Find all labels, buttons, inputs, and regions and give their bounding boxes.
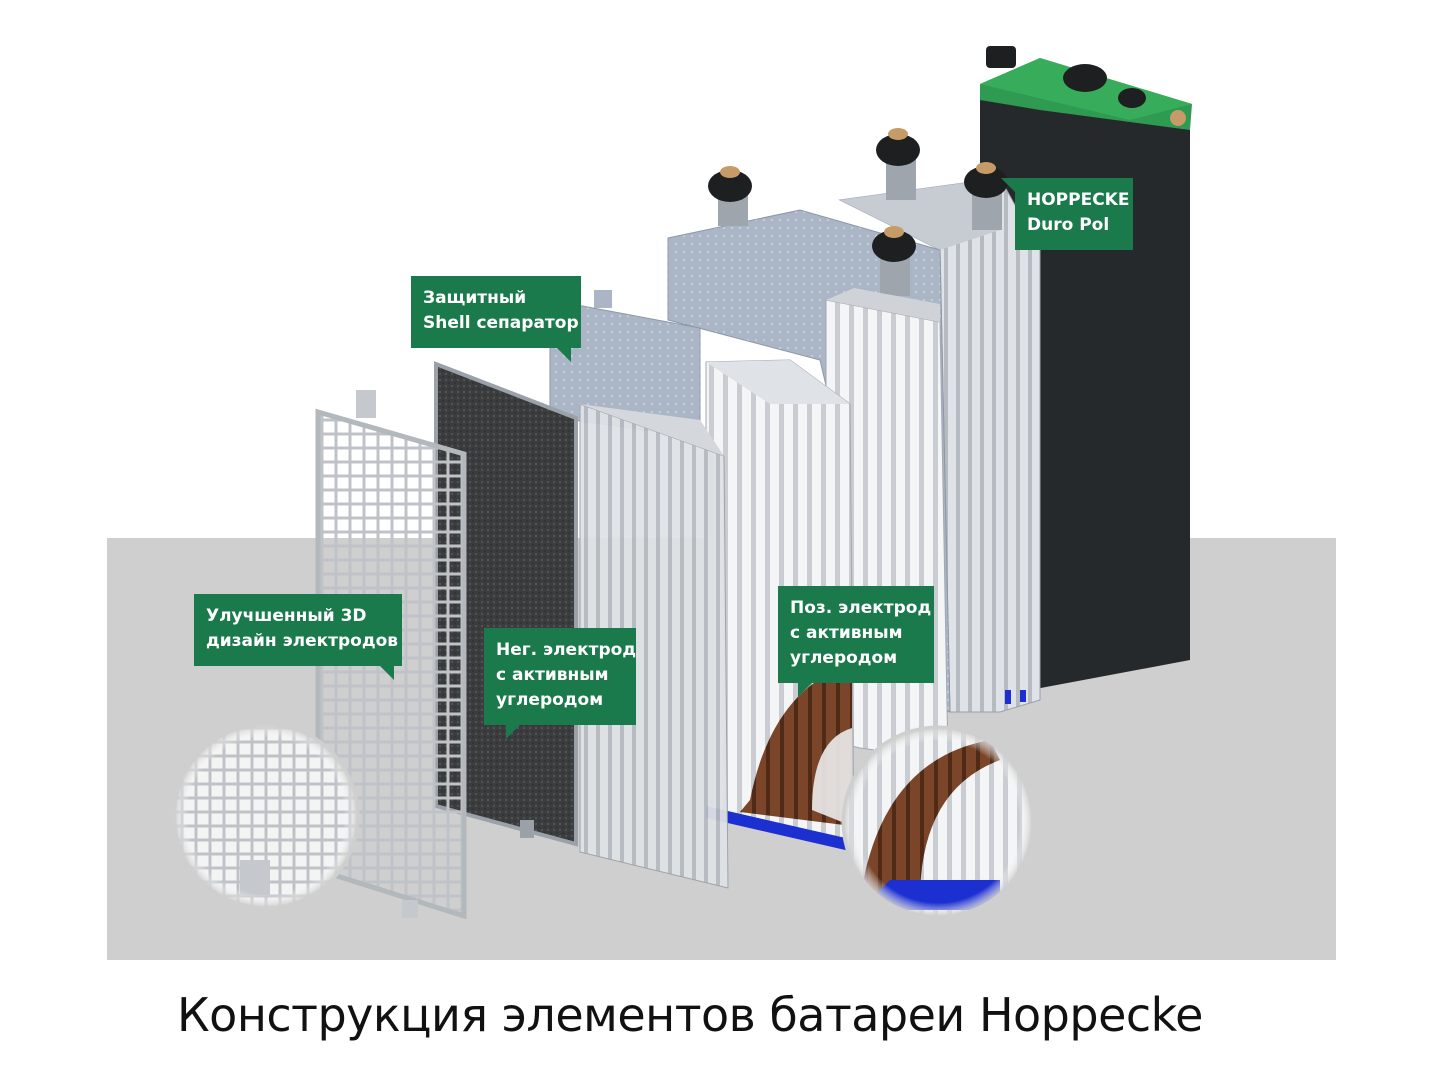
callout-negative-electrode: Нег. электрод с активным углеродом xyxy=(484,628,637,739)
callout-pos-line-3: углеродом xyxy=(790,648,898,668)
callout-duro-line-2: Duro Pol xyxy=(1027,215,1110,235)
callout-neg-line-3: углеродом xyxy=(496,690,604,710)
callout-shell-line-1: Защитный xyxy=(423,288,527,308)
callout-positive-electrode: Поз. электрод с активным углеродом xyxy=(778,586,934,697)
callout-shell-separator: Защитный Shell сепаратор xyxy=(411,276,581,362)
callout-neg-line-2: с активным xyxy=(496,665,609,685)
callout-pos-line-1: Поз. электрод xyxy=(790,598,932,618)
callout-hoppecke-duro-pol: HOPPECKE Duro Pol xyxy=(1001,178,1133,250)
callout-neg-line-1: Нег. электрод xyxy=(496,640,637,660)
page-caption: Конструкция элементов батареи Hoppecke xyxy=(177,988,1203,1042)
magnifier-lens-carbon xyxy=(841,725,1035,919)
negative-electrode-grid xyxy=(579,403,729,889)
callout-3d-line-1: Улучшенный 3D xyxy=(206,606,367,626)
callout-3d-line-2: дизайн электродов xyxy=(206,631,399,651)
magnifier-lens-grid xyxy=(172,722,360,910)
terminal-posts xyxy=(708,128,1008,296)
callout-pos-line-2: с активным xyxy=(790,623,903,643)
callout-shell-line-2: Shell сепаратор xyxy=(423,313,579,333)
callout-duro-line-1: HOPPECKE xyxy=(1027,190,1130,210)
callout-3d-electrode-design: Улучшенный 3D дизайн электродов xyxy=(194,594,402,680)
